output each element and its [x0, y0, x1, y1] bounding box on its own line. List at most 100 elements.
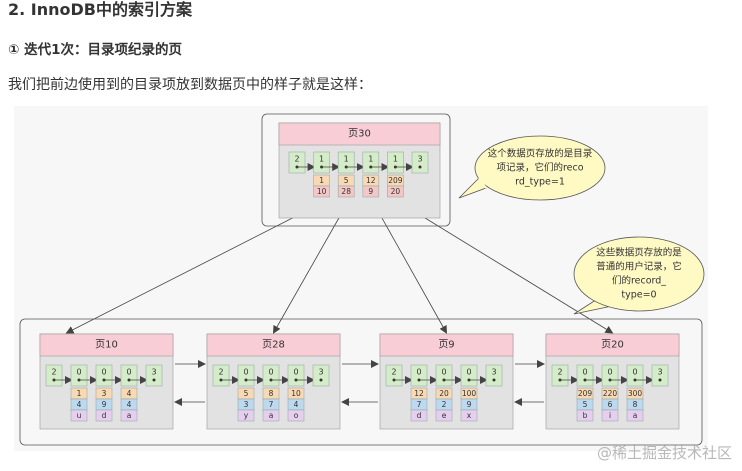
subsection-title: ① 迭代1次：目录项纪录的页	[8, 42, 183, 58]
page-4-col-1-row-1: 209	[578, 389, 593, 398]
page-3-title: 页9	[438, 339, 454, 351]
page-2-record-3-bg	[287, 364, 305, 387]
page-2-col-2-row-2: 7	[269, 400, 274, 409]
page-30-pointer-line-0	[65, 201, 325, 334]
page-4-record-type-1: 0	[582, 368, 587, 377]
callout-directory-records-line-0: 这个数据页存放的是目录	[488, 148, 593, 160]
page-30-record-type-0: 2	[294, 155, 299, 164]
page-1-record-type-3: 0	[126, 368, 131, 377]
page-3-col-3-row-1: 100	[462, 389, 477, 398]
page-1-record-type-1: 0	[76, 368, 81, 377]
page-2-col-3-row-2: 4	[294, 400, 299, 409]
page-3-col-1-row-3: d	[417, 411, 422, 420]
page-1-record-type-4: 3	[151, 368, 156, 377]
page-3-col-2-row-2: 2	[442, 400, 447, 409]
page-4-record-4-bg	[651, 364, 669, 387]
top-page-frame	[261, 113, 451, 227]
page-30-pointer-line-1	[273, 201, 349, 334]
page-3-col-3-row-2: 9	[467, 400, 472, 409]
page-1-col-1-row-3: u	[77, 411, 82, 420]
page-30-page-no-3-bg	[387, 185, 404, 198]
page-2-record-2-bg	[262, 364, 280, 387]
page-2-record-pointer-4	[319, 378, 323, 382]
callout-user-records-bubble	[573, 236, 705, 312]
page-4-col-2-row-3-bg	[601, 409, 619, 422]
page-1-record-0-bg	[45, 364, 63, 387]
page-1-record-type-2: 0	[101, 368, 106, 377]
page-2-col-2-row-1: 8	[269, 389, 274, 398]
callout-user-records-line-0: 这些数据页存放的是	[596, 247, 682, 259]
leaf-pages-frame	[19, 318, 703, 446]
page-30-pointer-line-2	[372, 201, 447, 334]
page-4-col-3-row-3-bg	[626, 409, 644, 422]
page-4-title: 页20	[601, 339, 624, 351]
page-30-header-bg	[278, 122, 441, 146]
page-3-col-2-row-1: 20	[439, 389, 449, 398]
page-4-record-0-bg	[551, 364, 569, 387]
callout-user-records-line-3: type=0	[621, 290, 656, 301]
page-2-col-1-row-1: 5	[244, 389, 249, 398]
page-2-record-type-1: 0	[243, 368, 248, 377]
page-2-record-type-2: 0	[268, 368, 273, 377]
page-3-header-bg	[379, 333, 514, 357]
page-30-record-2-bg	[337, 151, 355, 174]
page-2-record-type-4: 3	[318, 368, 323, 377]
page-1-col-3-row-2: 4	[127, 400, 132, 409]
page-4-col-1-row-3-bg	[576, 409, 594, 422]
page-1-record-4-bg	[145, 364, 163, 387]
paragraph: 我们把前边使用到的目录项放到数据页中的样子就是这样：	[8, 77, 372, 93]
page-3-record-type-2: 0	[441, 368, 446, 377]
page-2-title: 页28	[262, 339, 285, 351]
page-1-record-pointer-4	[152, 378, 156, 382]
page-2-col-3-row-1: 10	[291, 389, 301, 398]
page-30-key-3: 209	[388, 176, 403, 185]
page-1-record-1-bg	[70, 364, 88, 387]
page-30-record-3-bg	[362, 151, 380, 174]
page-2-record-4-bg	[312, 364, 330, 387]
page-3-col-2-row-3-bg	[435, 409, 453, 422]
page-4-col-2-row-3: i	[609, 411, 611, 420]
page-4-record-type-2: 0	[607, 368, 612, 377]
page-30-record-5-bg	[411, 151, 429, 174]
page-1-col-1-row-2: 4	[77, 400, 82, 409]
callout-directory-records-line-1: 项记录，它们的reco	[496, 162, 583, 174]
page-3-col-1-row-1: 12	[414, 389, 424, 398]
page-4-header-bg	[545, 333, 680, 357]
page-4-col-3-row-3: a	[633, 411, 638, 420]
page-1-record-type-0: 2	[51, 368, 56, 377]
page-4-col-2-row-1: 220	[603, 389, 618, 398]
page-2-record-1-bg	[237, 364, 255, 387]
page-30-record-type-2: 1	[344, 155, 349, 164]
page-1-header-bg	[39, 333, 174, 357]
page-3-col-2-row-3: e	[442, 411, 447, 420]
page-30-record-type-4: 1	[393, 155, 398, 164]
page-4-record-type-4: 3	[657, 368, 662, 377]
callout-directory-records-bubble	[474, 135, 606, 201]
page-1-col-2-row-2: 9	[102, 400, 107, 409]
page-1-record-3-bg	[120, 364, 138, 387]
page-1-col-3-row-3-bg	[120, 409, 138, 422]
page-30-record-pointer-5	[418, 165, 422, 169]
page-30-page-no-0: 10	[317, 187, 327, 196]
page-30-record-0-bg	[288, 151, 306, 174]
callout-directory-records-tail-joint	[478, 177, 487, 189]
page-2-col-1-row-2: 3	[244, 400, 249, 409]
page-30-page-no-2-bg	[362, 185, 380, 198]
page-4-col-3-row-1: 300	[628, 389, 643, 398]
page-30-pointer-line-3	[398, 201, 614, 334]
page-1-col-2-row-1: 3	[102, 389, 107, 398]
page-30-page-no-0-bg	[313, 185, 330, 198]
page-1-col-3-row-3: a	[127, 411, 132, 420]
page-3-record-4-bg	[485, 364, 503, 387]
page-2-col-1-row-3: y	[244, 411, 249, 420]
page-30-record-1-bg	[313, 151, 330, 174]
page-2-record-type-3: 0	[293, 368, 298, 377]
page-3-col-1-row-2: 7	[417, 400, 422, 409]
page-30-page-no-1: 28	[341, 187, 351, 196]
page-3-record-type-4: 3	[491, 368, 496, 377]
page-3-col-1-row-3-bg	[410, 409, 428, 422]
page-1-title: 页10	[95, 339, 118, 351]
watermark: @稀土掘金技术社区	[596, 444, 732, 462]
